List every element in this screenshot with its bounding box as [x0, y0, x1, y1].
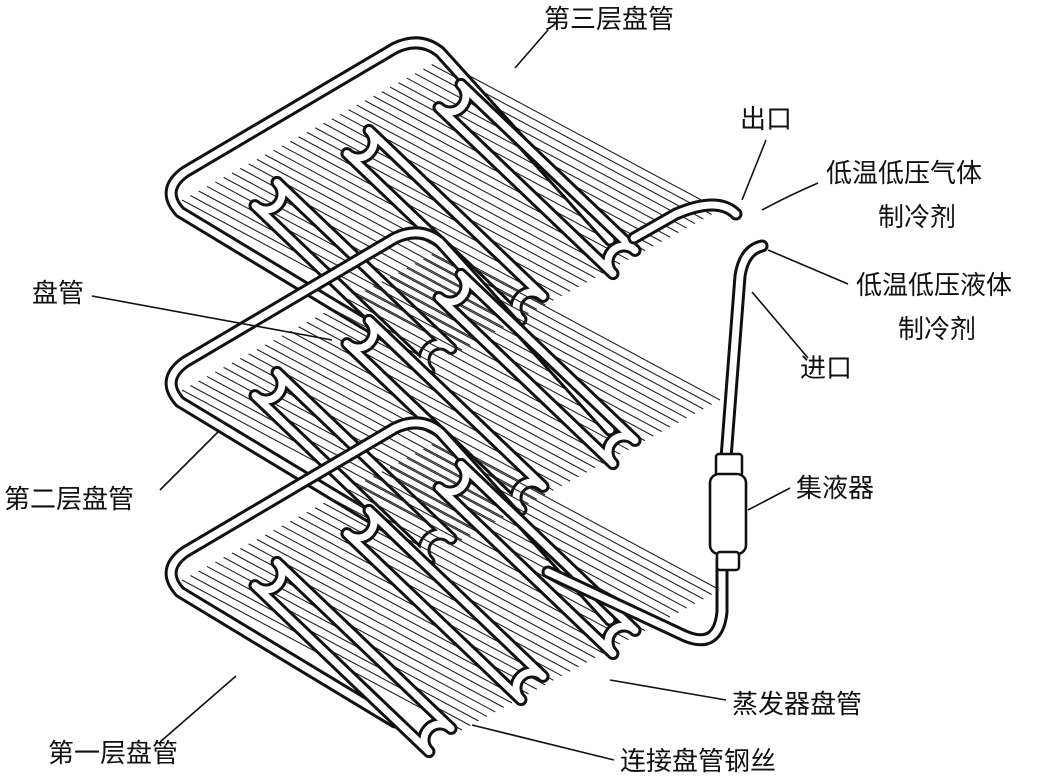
coil-outer-loop [164, 226, 617, 539]
leader-first-layer [159, 675, 237, 743]
coil-hairpin [340, 313, 550, 517]
wire [439, 59, 721, 211]
wire [381, 91, 663, 243]
wire [198, 570, 479, 722]
label-second-layer: 第二层盘管 [4, 485, 134, 515]
coil-hairpin [432, 267, 642, 471]
coil-layer-first [164, 416, 721, 759]
wire [298, 326, 579, 478]
wire [356, 104, 638, 256]
coil-hairpin [340, 503, 550, 707]
leader-accumulator [747, 487, 791, 511]
coil-hairpin [432, 77, 642, 281]
coil-hairpin [432, 457, 642, 661]
wire [289, 520, 571, 672]
label-evaporator-coil: 蒸发器盘管 [732, 690, 862, 720]
wire [406, 267, 687, 419]
wire [406, 457, 687, 609]
inlet-outlet-piping [541, 198, 769, 647]
coil-outer-loop [164, 36, 617, 349]
wire [414, 73, 696, 225]
wire [348, 109, 629, 261]
accumulator-neck-bottom [715, 550, 741, 572]
wire [439, 249, 721, 401]
leader-outlet [741, 139, 767, 201]
label-accumulator: 集液器 [796, 474, 874, 504]
coil-hairpin [248, 555, 458, 759]
coil-layers [164, 36, 721, 759]
wire [289, 140, 571, 292]
leader-liquid-refrigerant [767, 249, 849, 285]
label-connecting-wire: 连接盘管钢丝 [620, 747, 776, 777]
label-liquid-refrigerant-1: 低温低压液体 [856, 271, 1012, 301]
leader-connecting-wire [471, 724, 615, 761]
wire [356, 294, 638, 446]
wire [223, 556, 504, 708]
label-third-layer: 第三层盘管 [544, 5, 674, 35]
coil-hairpin [248, 175, 458, 379]
leader-third-layer [514, 29, 549, 69]
wire [356, 484, 638, 636]
label-gas-refrigerant-2: 制冷剂 [878, 203, 956, 233]
wire [298, 516, 579, 668]
label-liquid-refrigerant-2: 制冷剂 [898, 315, 976, 345]
coil-hairpin [340, 123, 550, 327]
label-first-layer: 第一层盘管 [48, 739, 178, 769]
label-gas-refrigerant-1: 低温低压气体 [826, 159, 982, 189]
wire [389, 86, 671, 238]
wire [439, 439, 721, 591]
wire [264, 534, 546, 686]
leader-evaporator-coil [609, 679, 727, 701]
leader-second-layer [159, 431, 219, 491]
diagram-labels: 第三层盘管 出口 低温低压气体 制冷剂 盘管 低温低压液体 制冷剂 进口 第二层… [4, 5, 1012, 777]
coil-hairpin [248, 365, 458, 569]
label-coil: 盘管 [32, 279, 84, 309]
leader-inlet [751, 291, 809, 359]
label-inlet: 进口 [800, 354, 852, 384]
wire [381, 281, 663, 433]
coil-outer-loop [164, 416, 617, 729]
leader-lines [91, 29, 849, 761]
coil-layer-third [164, 36, 721, 379]
wire [231, 552, 513, 704]
accumulator-body [708, 472, 748, 556]
wire [289, 330, 571, 482]
wire [406, 77, 687, 229]
label-outlet: 出口 [740, 105, 792, 135]
leader-gas-refrigerant [761, 182, 819, 211]
wire [348, 489, 629, 641]
leader-coil [91, 295, 333, 341]
wire [348, 299, 629, 451]
wire [298, 136, 579, 288]
